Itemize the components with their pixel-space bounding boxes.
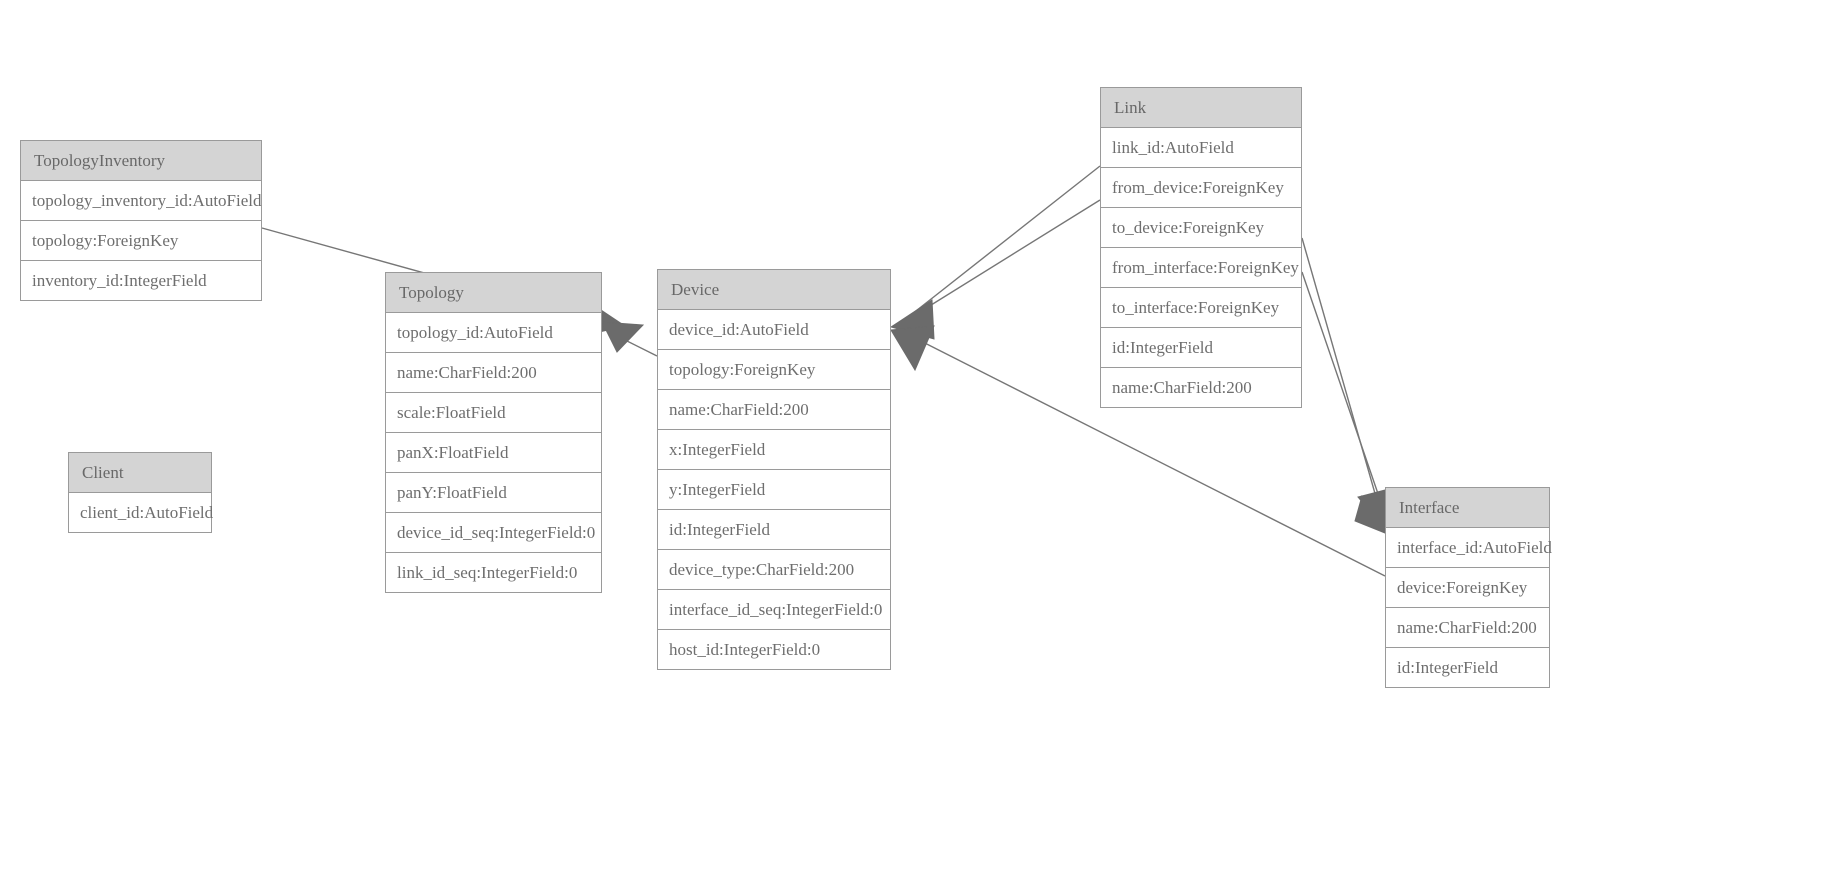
- entity-field: name:CharField:200: [1386, 608, 1549, 648]
- entity-field: link_id:AutoField: [1101, 128, 1301, 168]
- arrowhead-cluster-device: [889, 299, 935, 372]
- entity-title: Interface: [1386, 488, 1549, 528]
- entity-field: name:CharField:200: [658, 390, 890, 430]
- entity-field: topology:ForeignKey: [21, 221, 261, 261]
- entity-field: panX:FloatField: [386, 433, 601, 473]
- entity-field: from_device:ForeignKey: [1101, 168, 1301, 208]
- entity-field: to_device:ForeignKey: [1101, 208, 1301, 248]
- edge-device-topology: [601, 321, 658, 357]
- entity-field: topology_inventory_id:AutoField: [21, 181, 262, 221]
- entity-field: id:IntegerField: [658, 510, 890, 550]
- entity-title: TopologyInventory: [21, 141, 261, 181]
- entity-field: link_id_seq:IntegerField:0: [386, 553, 601, 592]
- entity-field: inventory_id:IntegerField: [21, 261, 261, 300]
- entity-link[interactable]: Link link_id:AutoField from_device:Forei…: [1100, 87, 1302, 408]
- entity-field: device_id:AutoField: [658, 310, 890, 350]
- entity-field: device_id_seq:IntegerField:0: [386, 513, 601, 553]
- entity-field: device:ForeignKey: [1386, 568, 1549, 608]
- entity-title: Link: [1101, 88, 1301, 128]
- entity-field: x:IntegerField: [658, 430, 890, 470]
- entity-topology-inventory[interactable]: TopologyInventory topology_inventory_id:…: [20, 140, 262, 301]
- entity-field: host_id:IntegerField:0: [658, 630, 890, 669]
- entity-interface[interactable]: Interface interface_id:AutoField device:…: [1385, 487, 1552, 688]
- edge-link-from-device: [906, 165, 1101, 319]
- edge-link-to-device: [906, 199, 1101, 321]
- entity-field: id:IntegerField: [1386, 648, 1549, 687]
- entity-field: panY:FloatField: [386, 473, 601, 513]
- entity-field: id:IntegerField: [1101, 328, 1301, 368]
- edge-link-from-interface: [1301, 237, 1383, 519]
- entity-topology[interactable]: Topology topology_id:AutoField name:Char…: [385, 272, 602, 593]
- entity-field: topology:ForeignKey: [658, 350, 890, 390]
- entity-client[interactable]: Client client_id:AutoField: [68, 452, 213, 533]
- entity-field: topology_id:AutoField: [386, 313, 601, 353]
- entity-field: from_interface:ForeignKey: [1101, 248, 1301, 288]
- entity-field: device_type:CharField:200: [658, 550, 890, 590]
- entity-field: interface_id_seq:IntegerField:0: [658, 590, 890, 630]
- entity-title: Device: [658, 270, 890, 310]
- entity-title: Client: [69, 453, 211, 493]
- entity-field: client_id:AutoField: [69, 493, 213, 532]
- entity-field: to_interface:ForeignKey: [1101, 288, 1301, 328]
- entity-field: name:CharField:200: [1101, 368, 1301, 407]
- entity-field: interface_id:AutoField: [1386, 528, 1552, 568]
- entity-field: name:CharField:200: [386, 353, 601, 393]
- entity-title: Topology: [386, 273, 601, 313]
- entity-field: scale:FloatField: [386, 393, 601, 433]
- entity-device[interactable]: Device device_id:AutoField topology:Fore…: [657, 269, 891, 670]
- entity-field: y:IntegerField: [658, 470, 890, 510]
- edge-link-to-interface: [1301, 271, 1388, 521]
